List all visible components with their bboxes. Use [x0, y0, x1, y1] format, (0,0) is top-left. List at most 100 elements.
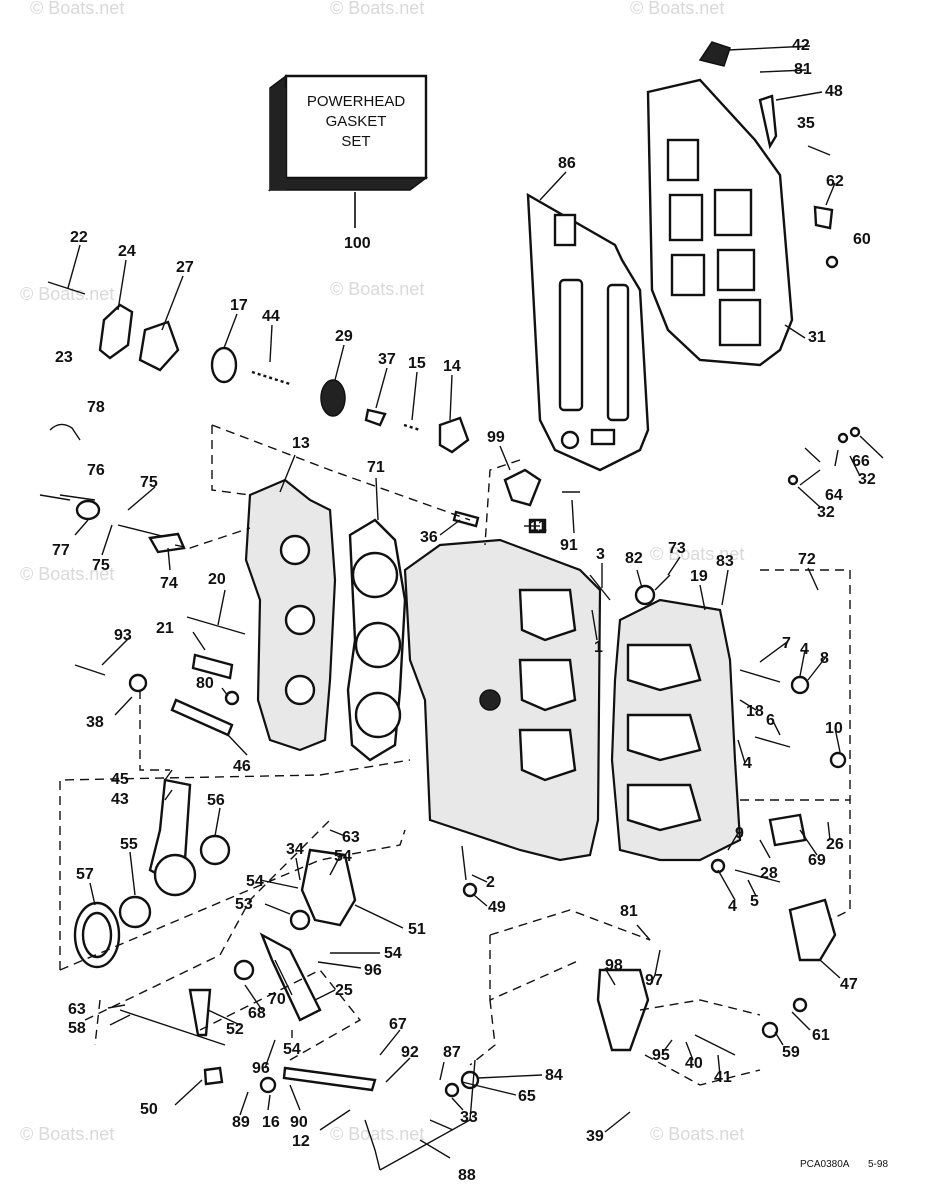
callout: 26 — [826, 836, 844, 853]
callout-labels: 100 22 23 24 27 17 44 29 37 15 14 86 42 … — [52, 37, 876, 1184]
callout: 32 — [817, 504, 835, 521]
callout: 44 — [262, 308, 280, 325]
callout: 56 — [207, 792, 225, 809]
callout: 69 — [808, 852, 826, 869]
callout: 70 — [268, 991, 286, 1008]
callout: 88 — [458, 1167, 476, 1184]
watermark: © Boats.net — [330, 1124, 424, 1144]
callout: 18 — [746, 703, 764, 720]
callout: 80 — [196, 675, 214, 692]
callout: 36 — [420, 529, 438, 546]
callout: 29 — [335, 328, 353, 345]
callout: 37 — [378, 351, 396, 368]
callout: 34 — [286, 841, 304, 858]
callout: 2 — [486, 874, 495, 891]
drawing-date: 5-98 — [868, 1159, 888, 1170]
callout: 21 — [156, 620, 174, 637]
callout: 59 — [782, 1044, 800, 1061]
callout: 81 — [620, 903, 638, 920]
callout: 68 — [248, 1005, 266, 1022]
callout: 42 — [792, 37, 810, 54]
drawing-reference: PCA0380A 5-98 — [800, 1159, 888, 1170]
callout: 9 — [735, 825, 744, 842]
watermark: © Boats.net — [20, 564, 114, 584]
callout: 82 — [625, 550, 643, 567]
watermark: © Boats.net — [650, 544, 744, 564]
callout: 96 — [364, 962, 382, 979]
callout: 60 — [853, 231, 871, 248]
callout: 65 — [518, 1088, 536, 1105]
callout: 91 — [560, 537, 578, 554]
cylinder-head-13 — [244, 478, 337, 752]
callout: 50 — [140, 1101, 158, 1118]
callout: 39 — [586, 1128, 604, 1145]
gasket-kit-box: POWERHEAD GASKET SET — [267, 74, 429, 228]
callout: 15 — [408, 355, 426, 372]
callout: 1 — [594, 639, 603, 656]
callout: 23 — [55, 349, 73, 366]
callout: 78 — [87, 399, 105, 416]
callout: 83 — [716, 553, 734, 570]
callout: 43 — [111, 791, 129, 808]
kit-line-2: GASKET — [326, 113, 387, 130]
leader-lines — [59, 45, 884, 1159]
callout: 28 — [760, 865, 778, 882]
cylinder-block — [403, 538, 602, 862]
crankcase-half — [610, 598, 742, 862]
callout: 49 — [488, 899, 506, 916]
callout: 46 — [233, 758, 251, 775]
callout: 63 — [68, 1001, 86, 1018]
drawing-code: PCA0380A — [800, 1159, 850, 1170]
callout: 89 — [232, 1114, 250, 1131]
right-fasteners — [452, 145, 861, 1056]
callout: 4 — [728, 898, 737, 915]
watermark: © Boats.net — [30, 0, 124, 18]
callout: 22 — [70, 229, 88, 246]
callout: 90 — [290, 1114, 308, 1131]
callout: 40 — [685, 1055, 703, 1072]
callout: 76 — [87, 462, 105, 479]
callout: 25 — [335, 982, 353, 999]
watermarks: © Boats.net © Boats.net © Boats.net © Bo… — [20, 0, 744, 1144]
cover-plate-31 — [646, 41, 794, 367]
callout: 14 — [443, 358, 461, 375]
watermark: © Boats.net — [650, 1124, 744, 1144]
callout: 95 — [652, 1047, 670, 1064]
callout: 99 — [487, 429, 505, 446]
kit-line-3: SET — [341, 133, 370, 150]
linkage-parts — [73, 778, 837, 1171]
head-gasket-71 — [346, 518, 407, 762]
callout: 20 — [208, 571, 226, 588]
callout: 67 — [389, 1016, 407, 1033]
watermark: © Boats.net — [20, 284, 114, 304]
callout: 8 — [820, 650, 829, 667]
callout: 47 — [840, 976, 858, 993]
callout: 66 — [852, 453, 870, 470]
callout: 75 — [92, 557, 110, 574]
callout: 27 — [176, 259, 194, 276]
callout: 54 — [246, 873, 264, 890]
callout: 98 — [605, 957, 623, 974]
upper-small-parts — [39, 281, 542, 554]
callout: 75 — [140, 474, 158, 491]
callout: 57 — [76, 866, 94, 883]
callout: 93 — [114, 627, 132, 644]
callout: 45 — [111, 771, 129, 788]
watermark: © Boats.net — [630, 0, 724, 18]
callout: 58 — [68, 1020, 86, 1037]
kit-line-1: POWERHEAD — [307, 93, 406, 110]
callout: 48 — [825, 83, 843, 100]
callout: 53 — [235, 896, 253, 913]
callout: 24 — [118, 243, 136, 260]
callout: 92 — [401, 1044, 419, 1061]
callout: 11 — [530, 518, 547, 535]
callout: 3 — [596, 546, 605, 563]
callout: 31 — [808, 329, 826, 346]
callout: 4 — [800, 641, 809, 658]
callout: 54 — [384, 945, 402, 962]
callout: 41 — [714, 1069, 732, 1086]
callout: 97 — [645, 972, 663, 989]
callout: 6 — [766, 712, 775, 729]
watermark: © Boats.net — [330, 0, 424, 18]
